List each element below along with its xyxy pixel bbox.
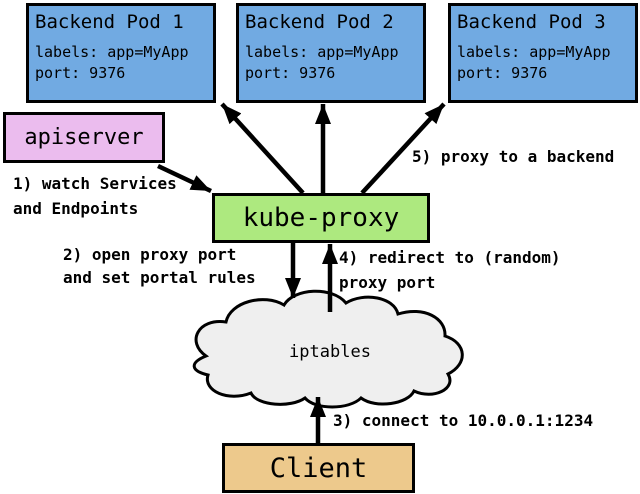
pod-labels: labels: app=MyApp	[245, 43, 399, 61]
pod-port: port: 9376	[457, 64, 548, 82]
backend-pod-3: Backend Pod 3 labels: app=MyApp port: 93…	[448, 3, 638, 103]
arrow-apiserver-to-kubeproxy	[157, 163, 212, 194]
kube-proxy-label: kube-proxy	[242, 203, 400, 233]
pod-title: Backend Pod 3	[457, 11, 606, 33]
pod-port: port: 9376	[245, 64, 336, 82]
annotation-step1: 1) watch Services and Endpoints	[13, 174, 177, 218]
annotation-step4: 4) redirect to (random) proxy port	[339, 248, 561, 292]
pod-title: Backend Pod 2	[245, 11, 394, 33]
pod-port: port: 9376	[35, 64, 126, 82]
apiserver-box: apiserver	[3, 112, 165, 163]
client-label: Client	[269, 452, 368, 484]
backend-pod-2: Backend Pod 2 labels: app=MyApp port: 93…	[236, 3, 426, 103]
annotation-step2: 2) open proxy port and set portal rules	[63, 245, 256, 287]
pod-labels: labels: app=MyApp	[457, 43, 611, 61]
annotation-step3: 3) connect to 10.0.0.1:1234	[333, 411, 594, 430]
arrow-kubeproxy-to-pod1	[220, 102, 305, 195]
backend-pod-1: Backend Pod 1 labels: app=MyApp port: 93…	[26, 3, 216, 103]
apiserver-label: apiserver	[24, 125, 144, 150]
pod-labels: labels: app=MyApp	[35, 43, 189, 61]
pod-title: Backend Pod 1	[35, 11, 184, 33]
kube-proxy-box: kube-proxy	[212, 193, 430, 243]
iptables-label: iptables	[289, 342, 371, 362]
annotation-step5: 5) proxy to a backend	[412, 147, 615, 166]
arrow-kubeproxy-to-pod3	[360, 102, 446, 195]
iptables-cloud	[192, 289, 464, 409]
client-box: Client	[222, 443, 415, 493]
